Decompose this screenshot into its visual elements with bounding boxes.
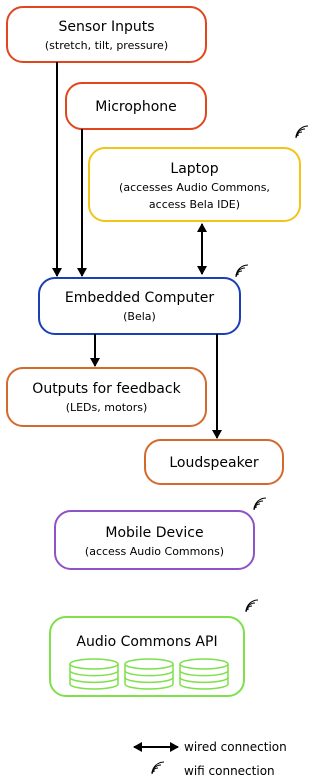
wifi-icon xyxy=(151,761,165,775)
embedded-computer-wifi-icon xyxy=(235,264,249,278)
laptop-subtitle-line2: access Bela IDE) xyxy=(149,198,240,211)
mobile-device-subtitle: (access Audio Commons) xyxy=(85,545,224,558)
outputs-feedback-title: Outputs for feedback xyxy=(32,381,181,397)
audio-commons-api-wifi-icon xyxy=(245,599,259,613)
sensor-inputs-subtitle: (stretch, tilt, pressure) xyxy=(45,39,168,52)
connections xyxy=(52,62,222,439)
laptop-wifi-icon xyxy=(295,125,309,139)
mobile-device-node: Mobile Device (access Audio Commons) xyxy=(54,497,267,570)
audio-commons-api-node: Audio Commons API xyxy=(49,599,259,697)
outputs-feedback-node: Outputs for feedback (LEDs, motors) xyxy=(6,367,207,427)
embedded-computer-subtitle: (Bela) xyxy=(123,310,156,323)
outputs-feedback-subtitle: (LEDs, motors) xyxy=(66,401,148,414)
database-icon xyxy=(124,658,174,690)
audio-commons-api-title: Audio Commons API xyxy=(76,634,217,650)
microphone-box xyxy=(65,82,207,130)
laptop-node: Laptop (accesses Audio Commons, access B… xyxy=(88,125,309,222)
embedded-computer-node: Embedded Computer (Bela) xyxy=(38,264,249,335)
database-icon xyxy=(69,658,119,690)
laptop-title: Laptop xyxy=(170,161,218,177)
embedded-computer-title: Embedded Computer xyxy=(65,290,215,306)
legend-wired-label: wired connection xyxy=(184,740,287,754)
outputs-feedback-box xyxy=(6,367,207,427)
database-icon-group xyxy=(69,658,229,690)
loudspeaker-title: Loudspeaker xyxy=(169,455,258,471)
legend-wifi-label: wifi connection xyxy=(184,764,275,778)
database-icon xyxy=(179,658,229,690)
mobile-device-title: Mobile Device xyxy=(105,525,203,541)
laptop-box xyxy=(88,147,301,222)
microphone-node: Microphone xyxy=(65,82,207,130)
sensor-inputs-box xyxy=(6,6,207,63)
loudspeaker-node: Loudspeaker xyxy=(144,439,284,485)
legend: wired connection wifi connection xyxy=(133,740,287,778)
sensor-inputs-title: Sensor Inputs xyxy=(59,19,155,35)
microphone-title: Microphone xyxy=(95,99,177,115)
loudspeaker-box xyxy=(144,439,284,485)
mobile-device-box xyxy=(54,510,255,570)
mobile-device-wifi-icon xyxy=(253,497,267,511)
laptop-subtitle-line1: (accesses Audio Commons, xyxy=(119,181,270,194)
embedded-computer-box xyxy=(38,277,241,335)
sensor-inputs-node: Sensor Inputs (stretch, tilt, pressure) xyxy=(6,6,207,63)
